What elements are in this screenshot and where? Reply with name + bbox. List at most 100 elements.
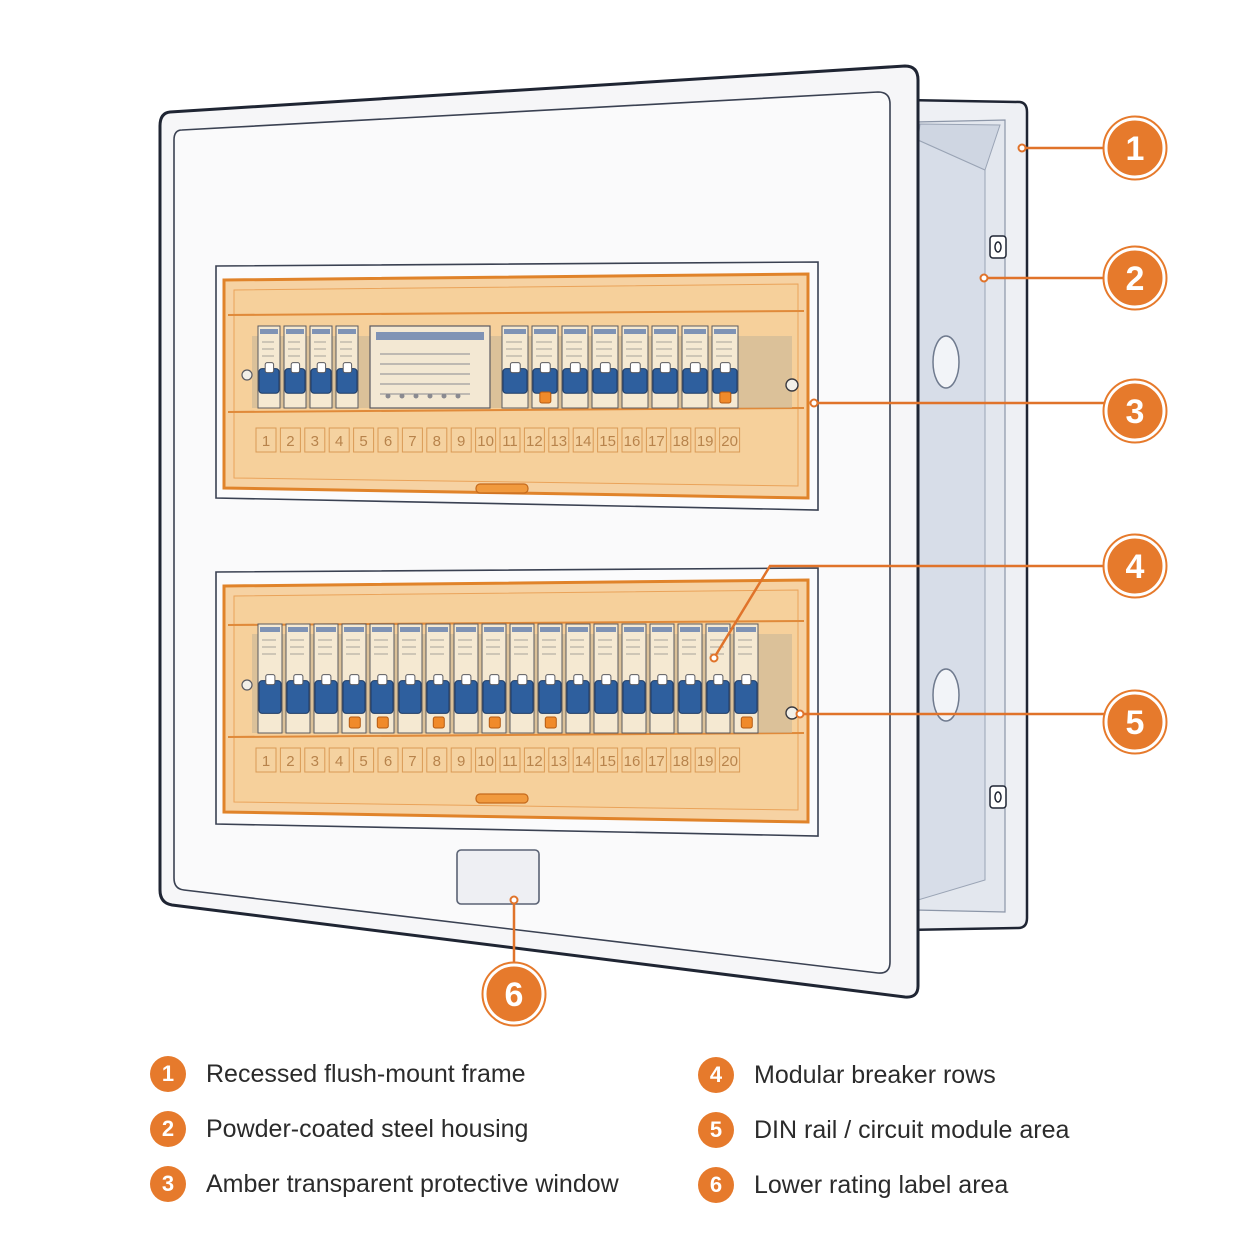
slot-number-box xyxy=(719,747,741,773)
breaker-header xyxy=(714,329,736,334)
meter-terminal xyxy=(455,393,461,399)
slot-number-box xyxy=(377,747,399,773)
slot-number: 17 xyxy=(648,433,665,450)
meter-display xyxy=(376,332,484,340)
breaker-toggle xyxy=(482,680,506,714)
breaker-lever xyxy=(349,674,360,686)
breaker-toggle xyxy=(706,680,730,714)
breaker-lever xyxy=(342,362,353,374)
breaker-toggle xyxy=(734,680,758,714)
breaker-module xyxy=(509,623,535,734)
recessed-housing xyxy=(903,98,1029,932)
breaker-lever xyxy=(657,674,668,686)
slot-number-box xyxy=(279,747,301,773)
breaker-header xyxy=(372,627,392,632)
breaker-header xyxy=(512,627,532,632)
breaker-toggle xyxy=(538,680,562,714)
breaker-lever xyxy=(573,674,584,686)
slot-number: 18 xyxy=(672,753,689,770)
breaker-toggle xyxy=(622,680,646,714)
callout-badge-circle xyxy=(1104,535,1166,597)
slot-number: 18 xyxy=(672,433,689,450)
breaker-lever xyxy=(316,362,327,374)
slot-number-box xyxy=(475,427,497,453)
slot-number-box xyxy=(255,427,277,453)
slot-number: 3 xyxy=(311,753,319,770)
breaker-toggle xyxy=(650,680,674,714)
breaker-header xyxy=(286,329,304,334)
slot-number: 16 xyxy=(624,433,641,450)
slot-number: 6 xyxy=(384,433,392,450)
test-button xyxy=(740,716,753,729)
latch-icon xyxy=(475,483,529,494)
breaker-lever xyxy=(264,362,275,374)
slot-number: 1 xyxy=(262,433,270,450)
breaker-toggle xyxy=(314,680,338,714)
breaker-lever xyxy=(461,674,472,686)
slot-number-box xyxy=(645,747,667,773)
slot-number-box xyxy=(499,747,521,773)
callout-badge: 1 xyxy=(1102,115,1168,181)
breaker-header xyxy=(316,627,336,632)
slot-number: 2 xyxy=(286,433,294,450)
breaker-toggle xyxy=(370,680,394,714)
breaker-module xyxy=(593,623,619,734)
breaker-header xyxy=(540,627,560,632)
callout-badge-ring xyxy=(1102,245,1168,311)
breaker-header xyxy=(260,329,278,334)
test-button xyxy=(719,391,732,404)
slot-number-box xyxy=(548,427,570,453)
breaker-lever xyxy=(569,362,581,374)
breaker-module xyxy=(651,325,679,409)
slot-number-box xyxy=(621,427,643,453)
slot-number-box xyxy=(426,747,448,773)
meter-terminal xyxy=(385,393,391,399)
slot-number: 8 xyxy=(433,753,441,770)
breaker-module xyxy=(369,623,395,734)
breaker-lever xyxy=(659,362,671,374)
slot-number: 4 xyxy=(335,753,343,770)
slot-number: 12 xyxy=(526,433,543,450)
breaker-header xyxy=(288,627,308,632)
callout-badge: 4 xyxy=(1102,533,1168,599)
slot-number-box xyxy=(670,747,692,773)
breaker-lever xyxy=(405,674,416,686)
breaker-header xyxy=(680,627,700,632)
breaker-lever xyxy=(517,674,528,686)
breaker-module xyxy=(341,623,367,734)
breaker-header xyxy=(260,627,280,632)
din-rail xyxy=(227,310,805,316)
slot-number-box xyxy=(401,747,423,773)
breaker-lever xyxy=(685,674,696,686)
slot-number-box xyxy=(645,427,667,453)
breaker-toggle xyxy=(398,680,422,714)
slot-number-box xyxy=(548,747,570,773)
latch-icon xyxy=(475,793,529,804)
slot-number: 10 xyxy=(477,433,494,450)
slot-number: 11 xyxy=(502,433,518,450)
callout-badge-ring xyxy=(1102,115,1168,181)
slot-number-box xyxy=(621,747,643,773)
test-button xyxy=(376,716,389,729)
slot-number-box xyxy=(475,747,497,773)
screw-icon xyxy=(241,679,253,691)
test-button xyxy=(539,391,552,404)
breaker-header xyxy=(654,329,676,334)
breaker-module xyxy=(621,623,647,734)
slot-number: 19 xyxy=(697,753,714,770)
slot-number: 3 xyxy=(311,433,319,450)
slot-number-box xyxy=(597,427,619,453)
slot-number: 15 xyxy=(599,433,616,450)
breaker-header xyxy=(484,627,504,632)
slot-number-box xyxy=(694,747,716,773)
breaker-header xyxy=(736,627,756,632)
breaker-toggle xyxy=(678,680,702,714)
callout-anchors xyxy=(509,143,1027,905)
breaker-lever xyxy=(601,674,612,686)
breaker-header xyxy=(400,627,420,632)
slot-number: 1 xyxy=(262,753,270,770)
breaker-lever xyxy=(599,362,611,374)
callout-badge-circle xyxy=(1104,380,1166,442)
breaker-header xyxy=(652,627,672,632)
